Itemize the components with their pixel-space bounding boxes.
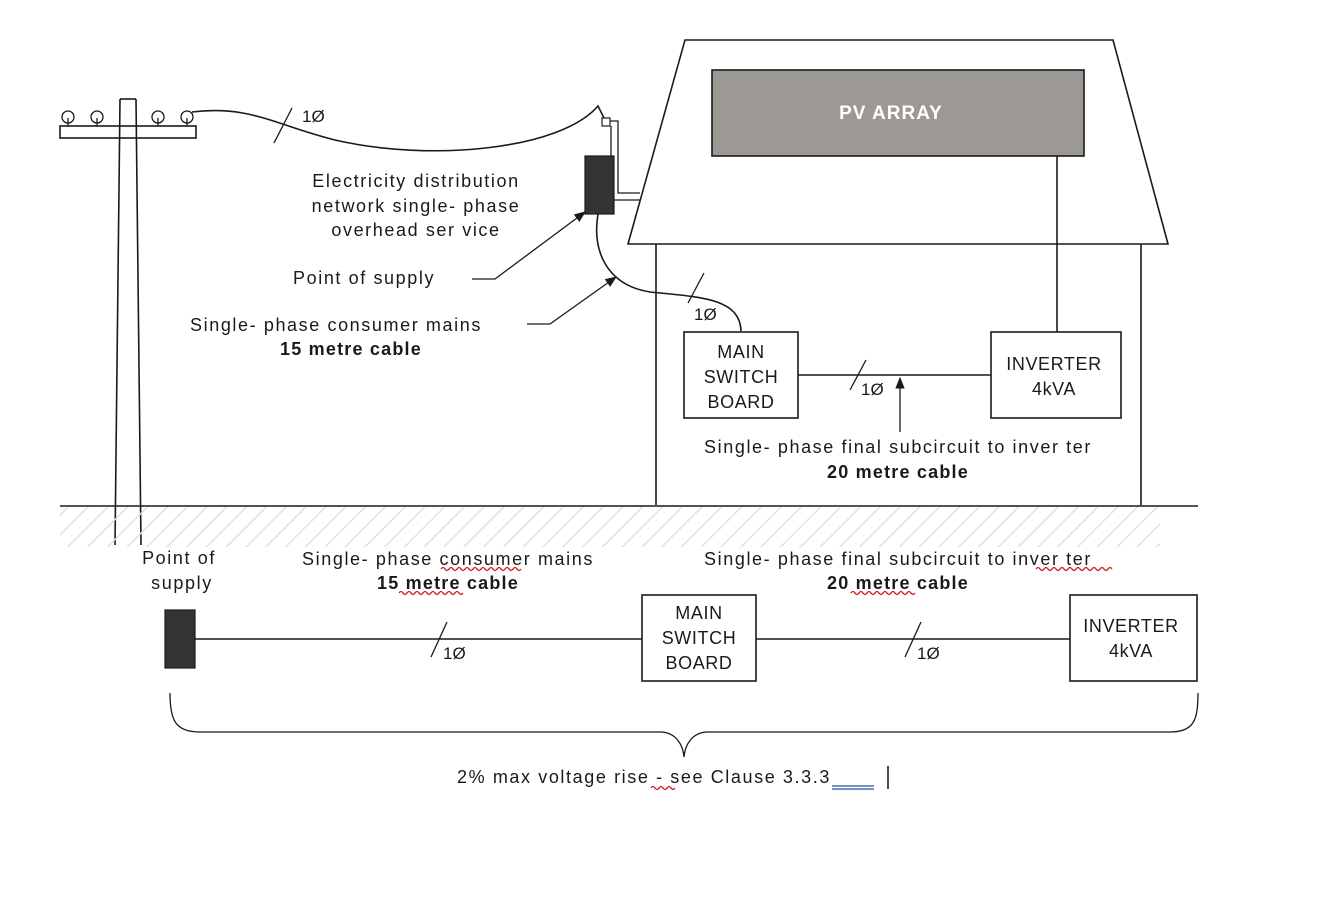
ground: [60, 505, 1198, 547]
overhead-service-label: Electricity distribution network single-…: [312, 171, 521, 240]
svg-text:Single- phase final subcircuit: Single- phase final subcircuit to inver …: [704, 437, 1092, 457]
svg-text:Point of: Point of: [142, 548, 216, 568]
final-subcircuit-label: Single- phase final subcircuit to inver …: [704, 437, 1092, 482]
schematic-inverter: INVERTER 4kVA: [1069, 594, 1198, 682]
schematic-consumer-mains-length: 15 metre cable: [377, 573, 519, 593]
pv-array: PV ARRAY: [711, 69, 1085, 332]
svg-text:BOARD: BOARD: [707, 392, 774, 412]
overhead-service-line: 1Ø: [191, 104, 606, 152]
schematic-final-subcircuit: Single- phase final subcircuit to inver …: [704, 549, 1113, 663]
overhead-phase-label: 1Ø: [302, 107, 325, 126]
svg-text:Point of supply: Point of supply: [293, 268, 435, 288]
svg-text:SWITCH: SWITCH: [662, 628, 737, 648]
svg-text:Single- phase consumer mains: Single- phase consumer mains: [190, 315, 482, 335]
voltage-rise-note: 2% max voltage rise - see Clause 3.3.3: [457, 766, 889, 791]
svg-text:Single- phase final subcircuit: Single- phase final subcircuit to inver …: [704, 549, 1092, 569]
svg-text:MAIN: MAIN: [717, 342, 764, 362]
svg-text:network single- phase: network single- phase: [312, 196, 521, 216]
final-subcircuit-length: 20 metre cable: [827, 462, 969, 482]
consumer-mains-cable: 1Ø: [595, 213, 742, 332]
house: [626, 39, 1170, 505]
main-switch-board: MAIN SWITCH BOARD: [683, 331, 799, 419]
schematic-final-subcircuit-length: 20 metre cable: [827, 573, 969, 593]
pv-array-label: PV ARRAY: [839, 103, 943, 124]
final-subcircuit-cable: 1Ø: [798, 359, 991, 432]
point-of-supply-label: Point of supply: [293, 211, 586, 288]
meter-box: [584, 117, 640, 215]
consumer-phase-label: 1Ø: [694, 305, 717, 324]
schematic-point-of-supply: Point of supply: [142, 548, 216, 669]
svg-text:1Ø: 1Ø: [917, 644, 940, 663]
consumer-mains-length: 15 metre cable: [280, 339, 422, 359]
svg-text:1Ø: 1Ø: [443, 644, 466, 663]
svg-text:4kVA: 4kVA: [1109, 641, 1153, 661]
consumer-mains-label: Single- phase consumer mains 15 metre ca…: [190, 276, 617, 359]
svg-text:Single- phase consumer mains: Single- phase consumer mains: [302, 549, 594, 569]
inverter: INVERTER 4kVA: [990, 331, 1122, 419]
schematic-main-switch-board: MAIN SWITCH BOARD: [641, 594, 757, 682]
svg-text:BOARD: BOARD: [665, 653, 732, 673]
svg-text:overhead ser vice: overhead ser vice: [331, 220, 500, 240]
brace: [169, 692, 1199, 758]
svg-text:4kVA: 4kVA: [1032, 379, 1076, 399]
svg-text:INVERTER: INVERTER: [1006, 354, 1102, 374]
svg-text:supply: supply: [151, 573, 213, 593]
svg-text:MAIN: MAIN: [675, 603, 722, 623]
svg-text:INVERTER: INVERTER: [1083, 616, 1179, 636]
svg-text:SWITCH: SWITCH: [704, 367, 779, 387]
schematic-consumer-mains: Single- phase consumer mains 15 metre ca…: [195, 549, 642, 663]
utility-pole: [59, 98, 197, 546]
svg-text:Electricity distribution: Electricity distribution: [312, 171, 519, 191]
insulator: [61, 110, 194, 126]
final-phase-label: 1Ø: [861, 380, 884, 399]
svg-text:2% max voltage rise - see Clau: 2% max voltage rise - see Clause 3.3.3: [457, 767, 831, 787]
